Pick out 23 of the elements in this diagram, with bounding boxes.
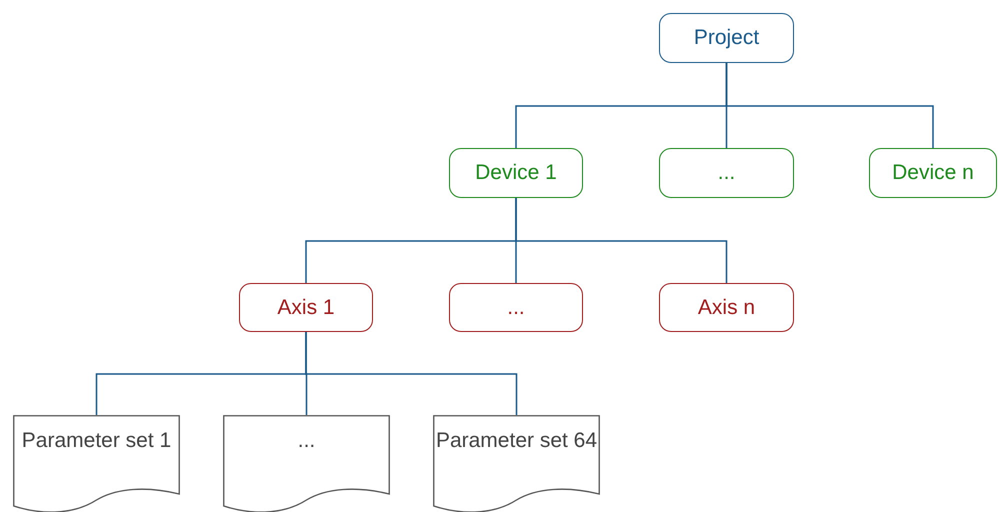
node-label: Device n	[892, 161, 974, 185]
connector-line	[726, 63, 934, 148]
node-label: Project	[694, 26, 760, 50]
rounded-box	[869, 148, 997, 198]
node-label: Parameter set 1	[22, 428, 172, 454]
node-label: ...	[507, 296, 525, 320]
connector-line	[515, 198, 728, 283]
node-label: Axis n	[698, 296, 756, 320]
rounded-box	[449, 148, 583, 198]
document-shape	[13, 415, 180, 512]
rounded-box	[449, 283, 583, 332]
rounded-box	[239, 283, 373, 332]
document-shape	[223, 415, 390, 512]
rounded-box	[659, 148, 794, 198]
node-label: Parameter set 64	[436, 428, 598, 454]
rounded-box	[659, 283, 794, 332]
rounded-box	[659, 13, 794, 63]
node-label: ...	[718, 161, 736, 185]
node-label: Axis 1	[277, 296, 335, 320]
connector-line	[305, 332, 518, 415]
document-shape	[433, 415, 600, 512]
node-label: ...	[298, 428, 316, 454]
node-label: Device 1	[475, 161, 557, 185]
